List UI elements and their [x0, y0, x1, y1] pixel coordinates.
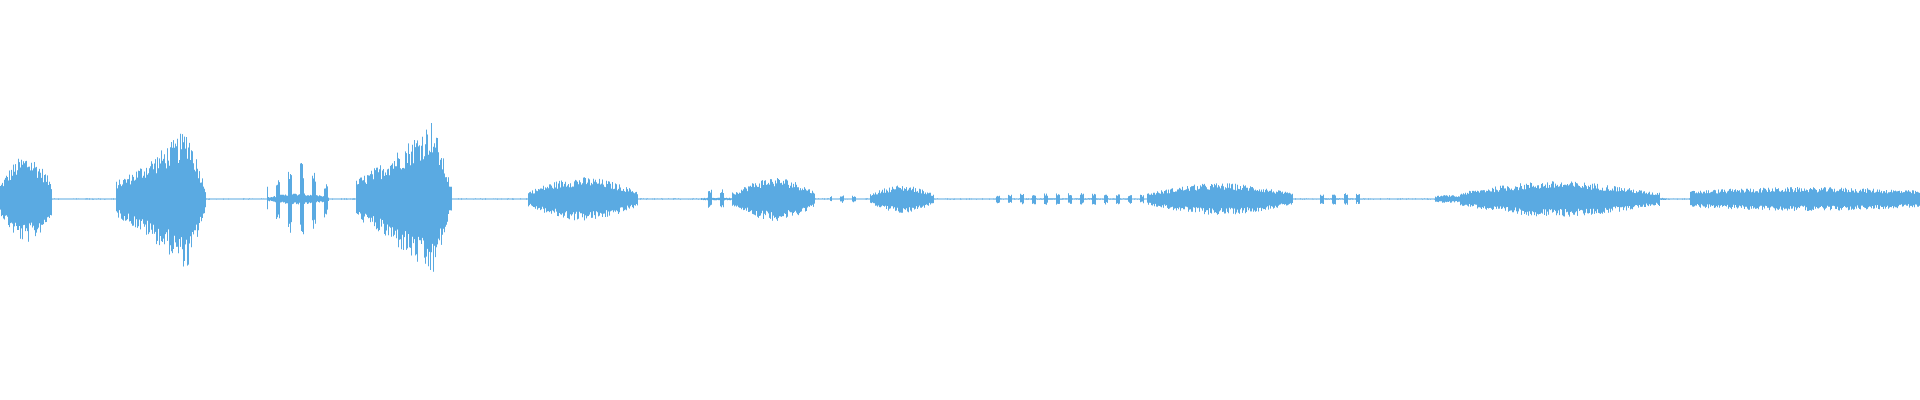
waveform-bars	[0, 123, 1920, 272]
waveform-samples	[0, 123, 1920, 272]
